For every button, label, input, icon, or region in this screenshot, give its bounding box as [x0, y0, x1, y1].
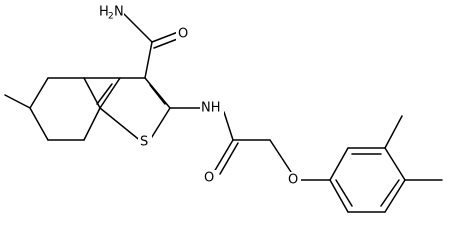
bond	[153, 37, 181, 49]
bond	[149, 107, 171, 141]
benzene-ring	[329, 147, 406, 213]
molecule-diagram: H 2 N O NH S O O	[4, 2, 443, 213]
bond	[29, 107, 49, 141]
thiophene-ring	[83, 77, 171, 143]
bond	[384, 179, 406, 213]
bond	[329, 179, 349, 213]
nh2-n-text: N	[114, 5, 124, 20]
amide-oxygen-label: O	[176, 26, 190, 42]
methyl-bond	[384, 115, 403, 149]
bond	[269, 139, 292, 173]
bond	[83, 107, 101, 141]
bond	[149, 84, 166, 105]
nh2-h-text: H	[99, 5, 109, 20]
bond	[96, 83, 113, 105]
bond	[99, 107, 143, 143]
bond	[335, 179, 353, 207]
bond	[219, 142, 239, 175]
methyl-bond	[4, 94, 31, 109]
structure-svg: H 2 N O NH S O O	[4, 2, 443, 213]
bond	[384, 147, 406, 181]
nh2-sub-text: 2	[108, 12, 114, 22]
bond	[223, 111, 234, 141]
carbonyl-o-text: O	[204, 171, 214, 186]
carboxamide-group	[121, 11, 181, 79]
cyclohexane-ring	[29, 77, 101, 141]
bond	[99, 77, 121, 109]
bond	[380, 179, 400, 207]
sulfur-label: S	[138, 134, 152, 151]
nh-label: NH	[200, 99, 224, 117]
nh-text: NH	[201, 101, 221, 116]
amide-nh2-label: H 2 N	[97, 2, 124, 22]
carbonyl-oxygen-label: O	[202, 170, 217, 186]
ether-o-text: O	[288, 173, 298, 188]
ether-oxygen-label: O	[286, 172, 301, 188]
bond	[29, 77, 49, 109]
bond	[121, 11, 153, 43]
bond	[151, 31, 179, 43]
bond	[144, 41, 153, 79]
amide-o-text: O	[178, 27, 188, 42]
amide-linker	[169, 107, 331, 181]
sulfur-text: S	[140, 135, 148, 150]
bond	[329, 147, 349, 181]
bond	[144, 77, 171, 109]
bond	[213, 139, 234, 173]
